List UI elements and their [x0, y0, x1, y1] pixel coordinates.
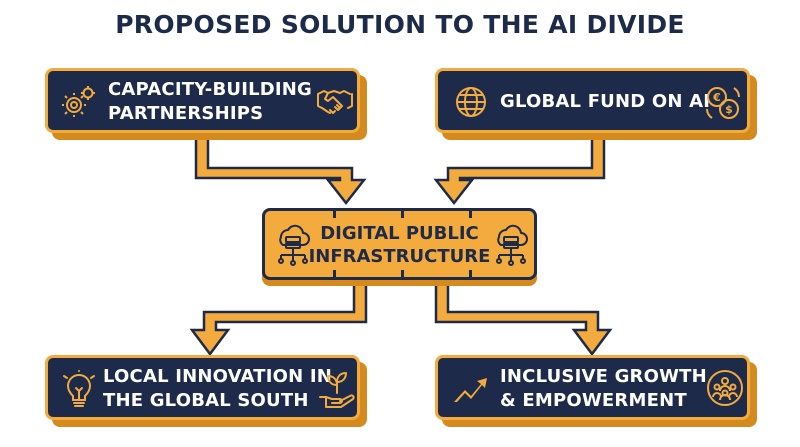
capacity-line2: PARTNERSHIPS — [108, 103, 264, 124]
inclusive-growth-box: INCLUSIVE GROWTH & EMPOWERMENT — [435, 355, 750, 420]
cloud-server-icon — [278, 224, 310, 266]
plant-in-hand-icon — [319, 372, 355, 408]
arrow-dpi-to-growth — [434, 280, 613, 357]
digital-public-infrastructure-box: DIGITAL PUBLIC INFRASTRUCTURE — [262, 208, 537, 280]
svg-text:$: $ — [725, 103, 733, 116]
gears-icon — [62, 86, 95, 117]
dpi-line1: DIGITAL PUBLIC — [320, 223, 479, 244]
capacity-line1: CAPACITY-BUILDING — [108, 79, 313, 100]
handshake-icon — [317, 90, 353, 114]
growth-line1: INCLUSIVE GROWTH — [500, 366, 707, 387]
local-line2: THE GLOBAL SOUTH — [103, 390, 309, 411]
globe-icon — [456, 87, 486, 117]
local-line1: LOCAL INNOVATION IN — [103, 366, 333, 387]
growth-line2: & EMPOWERMENT — [500, 390, 687, 411]
svg-text:€: € — [712, 91, 721, 104]
global-fund-box: GLOBAL FUND ON AI € $ — [435, 68, 750, 133]
arrow-capacity-to-dpi — [194, 134, 367, 206]
local-innovation-box: LOCAL INNOVATION IN THE GLOBAL SOUTH — [45, 355, 360, 420]
growth-chart-icon — [454, 378, 487, 402]
currency-exchange-icon: € $ — [706, 87, 740, 119]
lightbulb-icon — [63, 370, 95, 407]
arrow-dpi-to-local — [189, 280, 368, 357]
fund-line1: GLOBAL FUND ON AI — [500, 91, 711, 112]
cloud-server-icon — [496, 224, 528, 266]
capacity-building-box: CAPACITY-BUILDING PARTNERSHIPS — [45, 68, 360, 133]
arrow-fund-to-dpi — [433, 134, 606, 206]
people-group-icon — [707, 370, 743, 406]
diagram-title: PROPOSED SOLUTION TO THE AI DIVIDE — [115, 10, 685, 39]
dpi-line2: INFRASTRUCTURE — [308, 246, 491, 267]
